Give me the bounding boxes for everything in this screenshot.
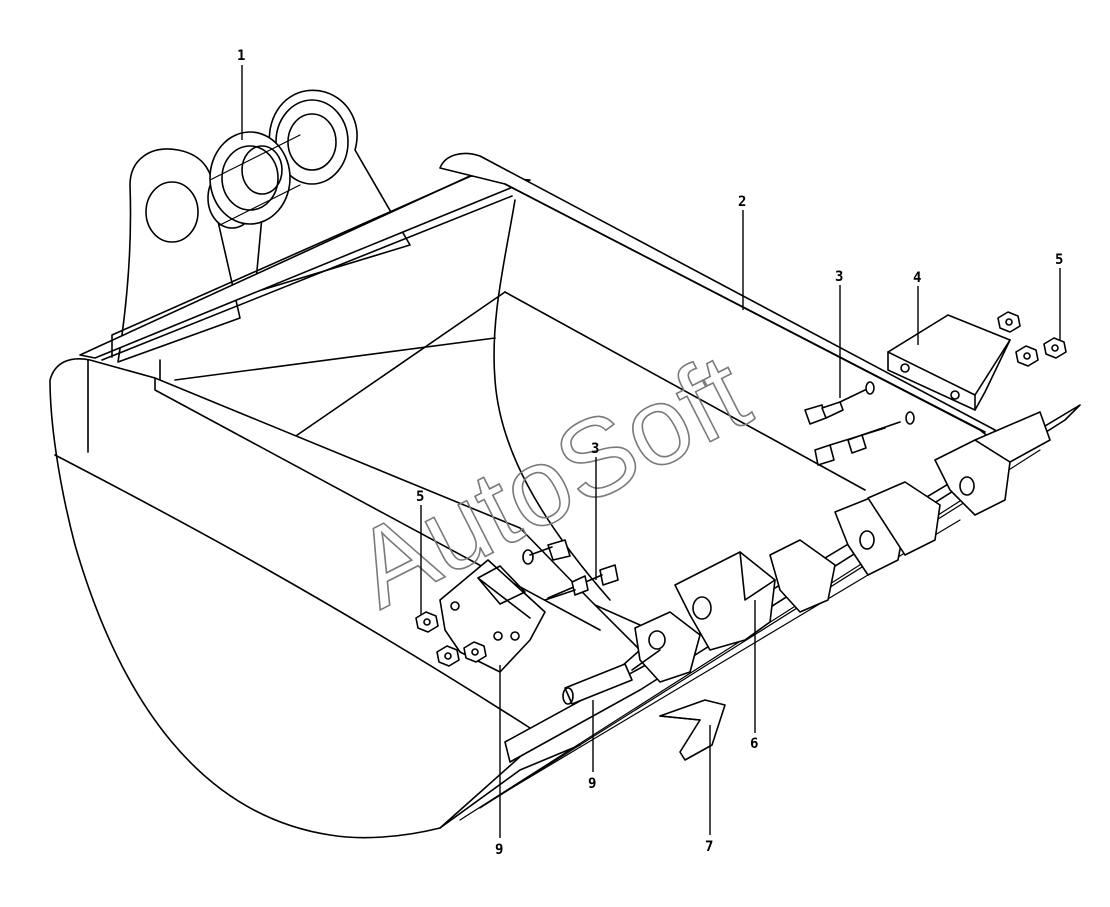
callout-1: 1 (237, 48, 245, 64)
callout-5-right: 5 (1055, 252, 1063, 268)
callout-4: 4 (913, 270, 921, 286)
callout-3-left: 3 (591, 441, 599, 457)
callout-7: 7 (705, 839, 713, 855)
callout-2: 2 (738, 194, 746, 210)
callout-labels: 1 2 3 4 5 3 5 6 7 9 9 (237, 48, 1063, 858)
retaining-pin (562, 649, 661, 705)
bucket-teeth (634, 411, 1051, 683)
callout-9-left: 9 (495, 842, 503, 858)
callout-6: 6 (750, 736, 758, 752)
nuts (415, 311, 1067, 667)
side-cutter-left (439, 559, 546, 673)
pin-bushing-assembly (207, 131, 301, 229)
callout-9-center: 9 (588, 776, 596, 792)
side-cutter-right (887, 314, 1011, 411)
callout-3-right: 3 (835, 269, 843, 285)
callout-5-left: 5 (416, 489, 424, 505)
callout-leaders (241, 65, 1061, 838)
tooth-clip (659, 699, 726, 761)
bolts (522, 381, 915, 626)
